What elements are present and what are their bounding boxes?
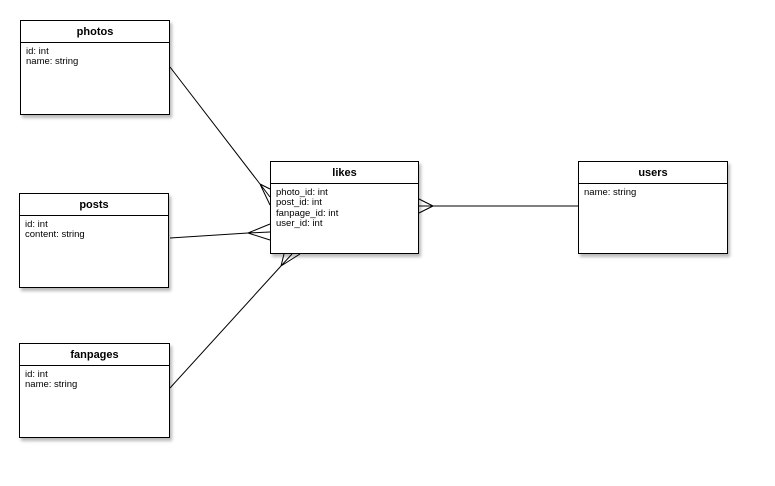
entity-photos[interactable]: photos id: int name: string bbox=[20, 20, 170, 115]
entity-attributes: id: int name: string bbox=[20, 366, 169, 395]
entity-title: likes bbox=[271, 162, 418, 184]
crows-foot-many-icon bbox=[247, 223, 271, 241]
attribute: content: string bbox=[25, 229, 85, 241]
relationship-line bbox=[169, 66, 261, 185]
entity-attributes: id: int content: string bbox=[20, 216, 168, 245]
relationship-line bbox=[169, 232, 249, 239]
attribute: name: string bbox=[26, 56, 79, 68]
crows-foot-many-icon bbox=[280, 253, 301, 267]
relationship-photos-likes[interactable] bbox=[169, 66, 271, 206]
attribute: user_id: int bbox=[276, 218, 323, 230]
entity-title: photos bbox=[21, 21, 169, 43]
attribute: id: int bbox=[26, 46, 49, 57]
entity-title: posts bbox=[20, 194, 168, 216]
attribute: name: string bbox=[25, 379, 78, 391]
crows-foot-many-icon bbox=[418, 198, 434, 214]
entity-attributes: name: string bbox=[579, 184, 727, 202]
relationship-fanpages-likes[interactable] bbox=[169, 253, 301, 389]
relationship-line bbox=[169, 265, 282, 389]
attribute: post_id: int bbox=[276, 197, 322, 209]
attribute: photo_id: int bbox=[276, 187, 328, 198]
crows-foot-many-icon bbox=[259, 183, 271, 206]
entity-title: users bbox=[579, 162, 727, 184]
entity-attributes: photo_id: int post_id: int fanpage_id: i… bbox=[271, 184, 418, 234]
entity-title: fanpages bbox=[20, 344, 169, 366]
attribute: name: string bbox=[584, 187, 637, 198]
relationship-posts-likes[interactable] bbox=[169, 223, 271, 241]
attribute: id: int bbox=[25, 369, 48, 380]
entity-likes[interactable]: likes photo_id: int post_id: int fanpage… bbox=[270, 161, 419, 254]
entity-posts[interactable]: posts id: int content: string bbox=[19, 193, 169, 288]
entity-users[interactable]: users name: string bbox=[578, 161, 728, 254]
relationship-users-likes[interactable] bbox=[418, 198, 578, 214]
attribute: id: int bbox=[25, 219, 48, 230]
entity-attributes: id: int name: string bbox=[21, 43, 169, 72]
attribute: fanpage_id: int bbox=[276, 207, 339, 219]
entity-fanpages[interactable]: fanpages id: int name: string bbox=[19, 343, 170, 438]
